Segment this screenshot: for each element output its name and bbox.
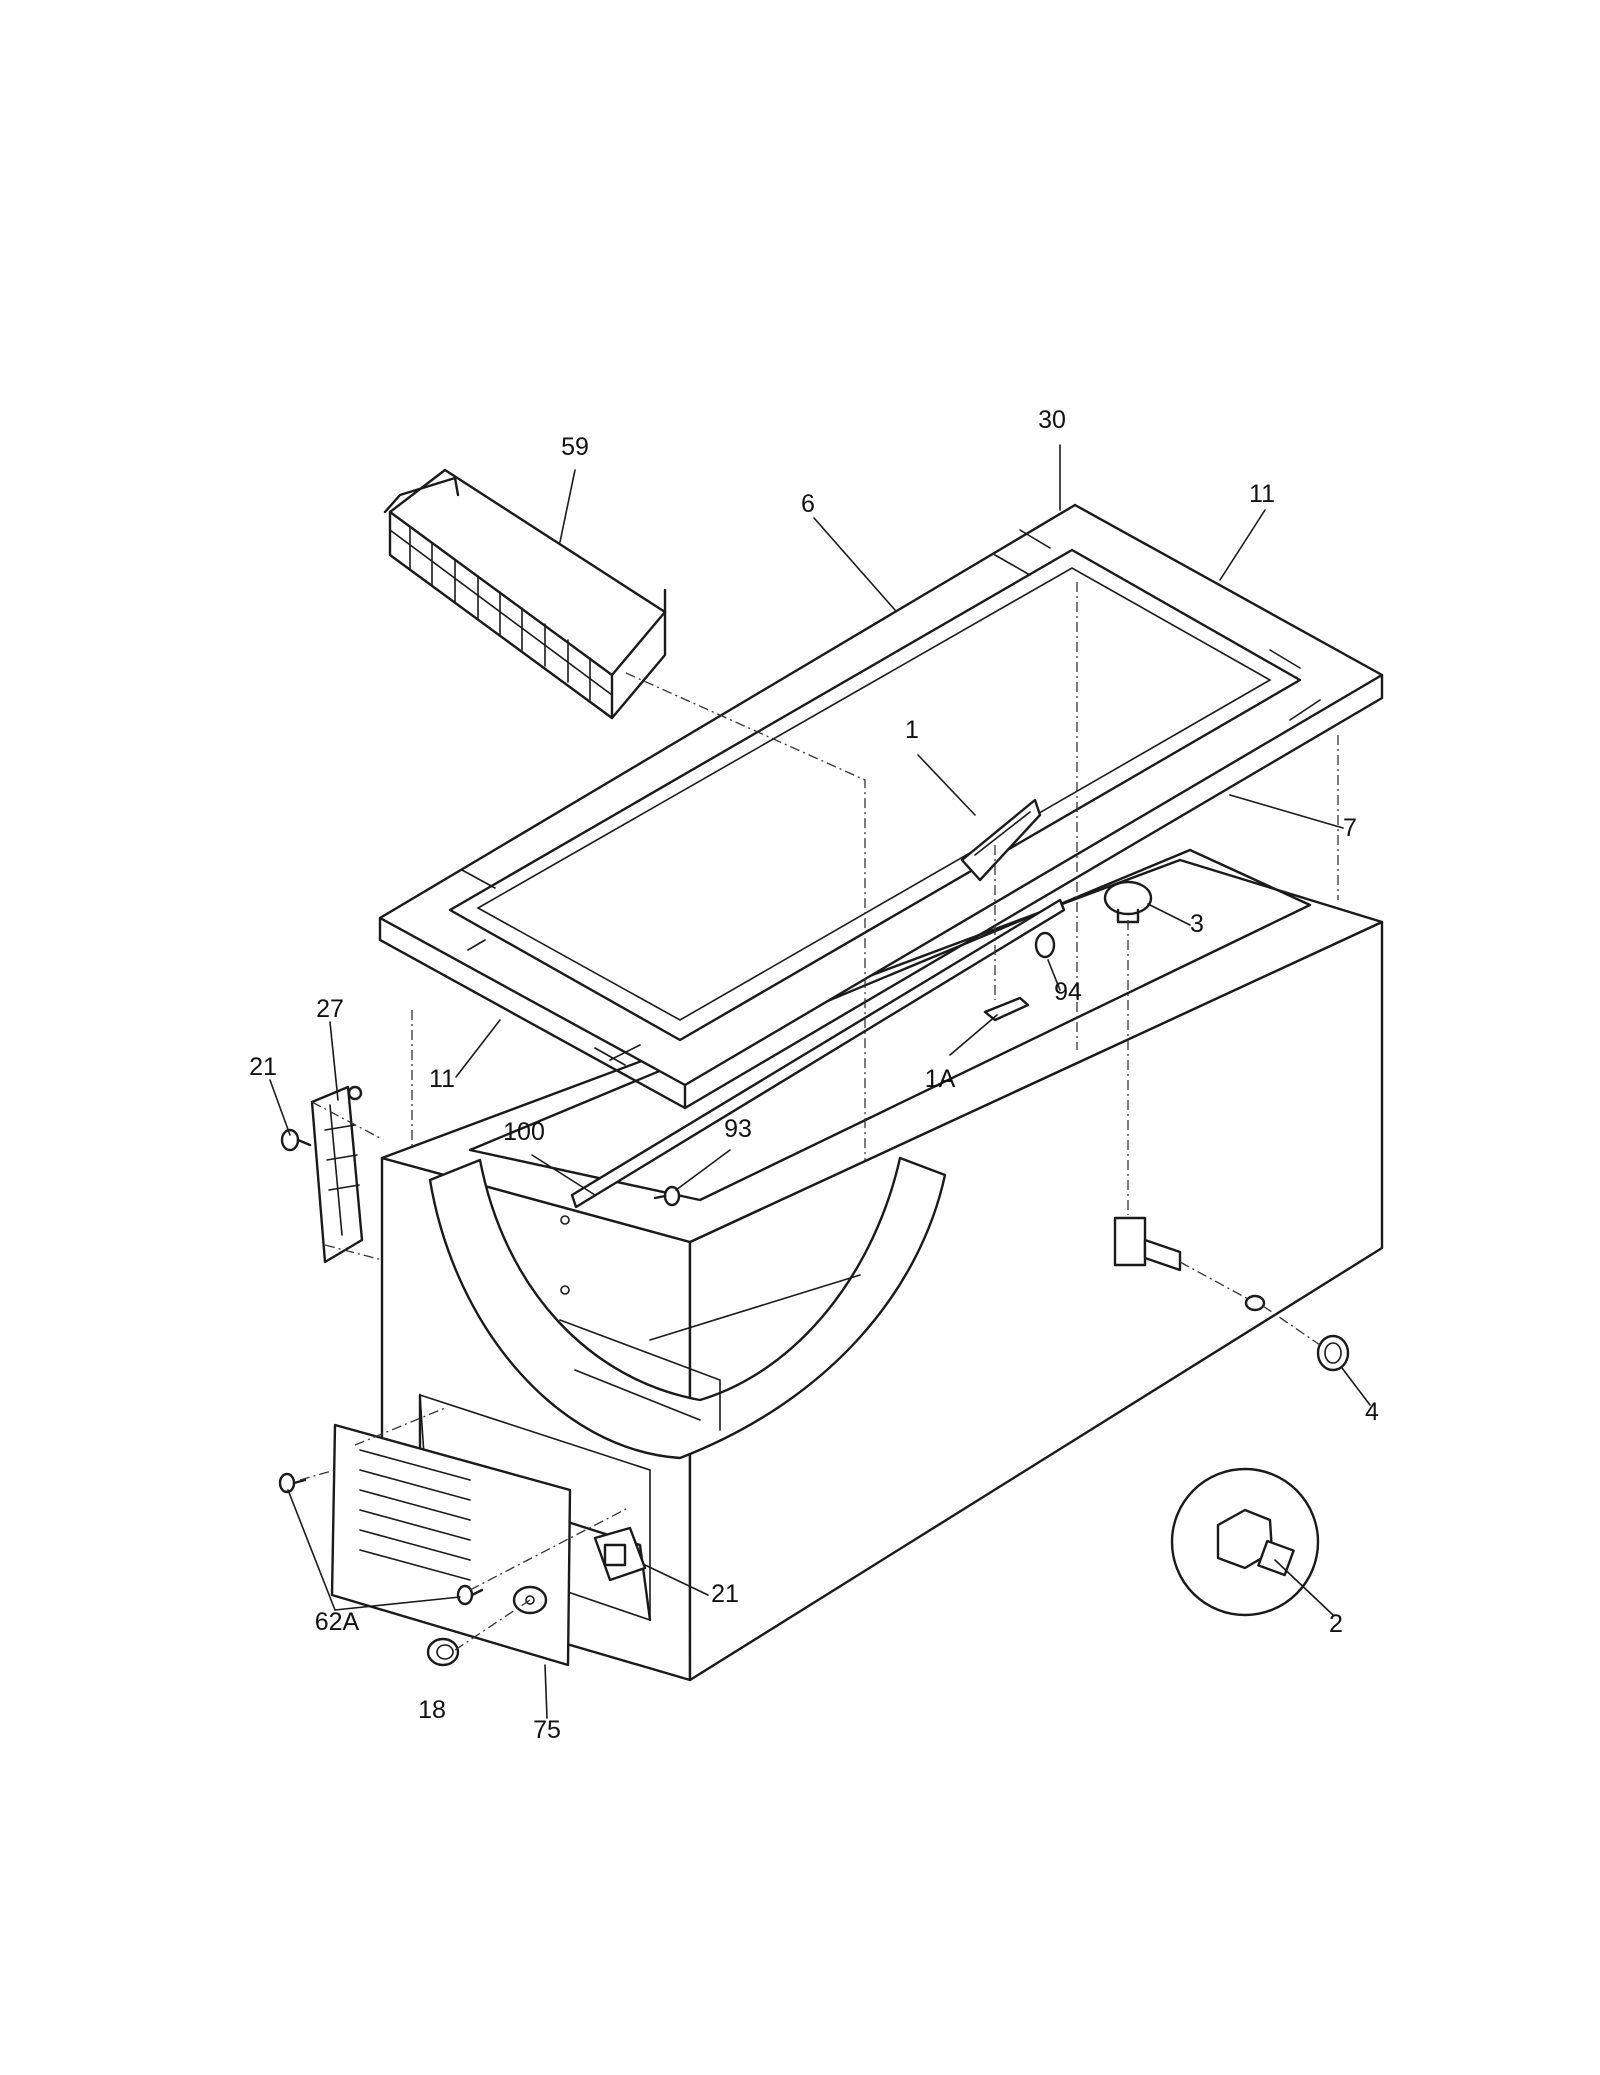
label-1: 1 — [905, 716, 919, 744]
label-30: 30 — [1038, 406, 1066, 434]
assembly-lines — [299, 582, 1339, 1651]
wire-basket — [383, 468, 667, 720]
label-3: 3 — [1190, 910, 1204, 938]
label-75: 75 — [533, 1716, 561, 1744]
knob-18 — [426, 1637, 460, 1667]
label-94: 94 — [1054, 978, 1082, 1006]
label-100: 100 — [503, 1118, 545, 1146]
screw-62a-right — [456, 1584, 484, 1606]
lid-frame — [378, 503, 1384, 1110]
plug-94 — [1034, 931, 1056, 959]
drain-fitting-inset — [1170, 1467, 1320, 1617]
drain-gasket — [1244, 1294, 1266, 1312]
label-93: 93 — [724, 1115, 752, 1143]
screw-93 — [653, 1185, 681, 1207]
label-6: 6 — [801, 490, 815, 518]
label-11-bottom: 11 — [429, 1065, 455, 1093]
label-21: 21 — [711, 1580, 739, 1608]
label-2: 2 — [1329, 1610, 1343, 1638]
latch-strike — [983, 996, 1030, 1022]
lid-latch — [960, 798, 1042, 882]
screw-62a-left — [278, 1472, 307, 1494]
label-27: 21 — [249, 1053, 277, 1081]
label-4: 4 — [1365, 1398, 1379, 1426]
trim-strip — [570, 898, 1066, 1209]
part-labels: 59 6 30 11 1 7 3 94 1A 11 27 21 100 93 4… — [249, 406, 1379, 1744]
hinge — [310, 1085, 364, 1264]
label-62a: 62A — [315, 1608, 360, 1636]
drain-cap-4 — [1316, 1334, 1350, 1372]
label-59: 59 — [561, 433, 589, 461]
label-11-top: 11 — [1249, 480, 1275, 508]
thermostat — [593, 1526, 647, 1582]
screw-27 — [280, 1128, 312, 1152]
grille — [330, 1423, 572, 1667]
label-1a: 1A — [925, 1065, 956, 1093]
label-7: 7 — [1343, 814, 1357, 842]
drain-tube — [1113, 1216, 1182, 1272]
leader-lines — [269, 444, 1371, 1719]
label-18: 18 — [418, 1696, 446, 1724]
label-28: 27 — [316, 995, 344, 1023]
